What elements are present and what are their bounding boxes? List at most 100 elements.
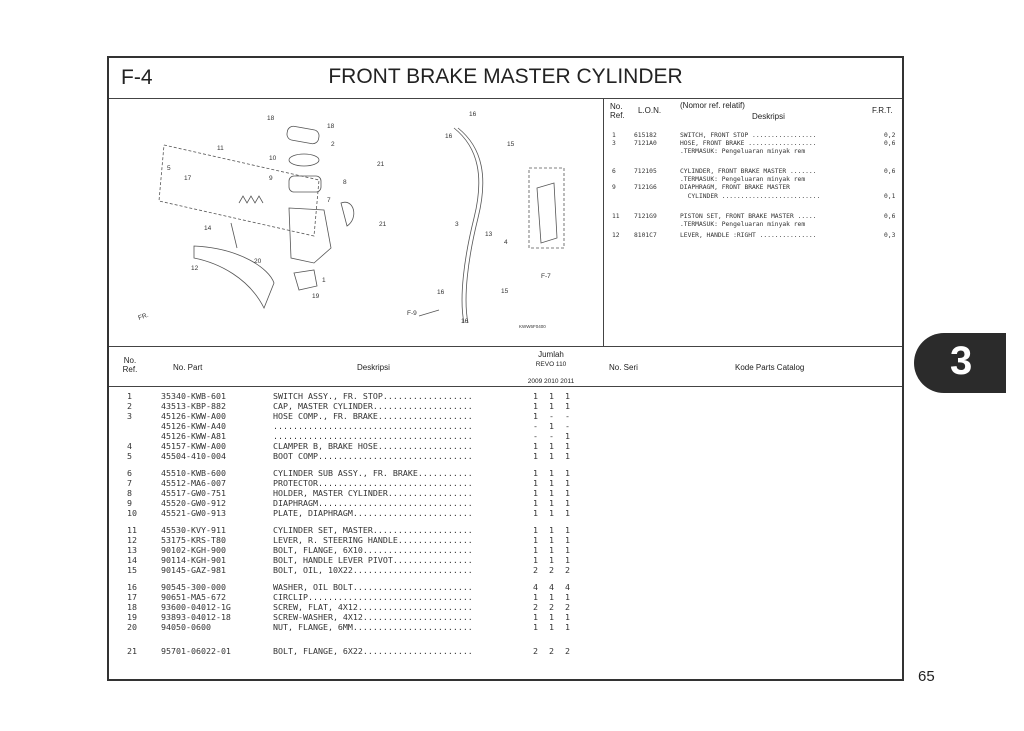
- stop-switch: [293, 269, 318, 291]
- desc-cell: PLATE, DIAPHRAGM........................: [273, 508, 473, 518]
- col-header-years: 2009 2010 2011: [527, 378, 575, 385]
- qty-2010-cell: 1: [549, 421, 554, 431]
- callout-label: 5: [167, 165, 171, 172]
- desc-cell: CLAMPER B, BRAKE HOSE...................: [273, 441, 473, 451]
- desc-cell: CYLINDER ..........................: [680, 193, 821, 200]
- desc-cell: WASHER, OIL BOLT........................: [273, 582, 473, 592]
- ref-cell: 2: [127, 401, 132, 411]
- col-header-frt: F.R.T.: [872, 106, 893, 115]
- lon-cell: 7121G9: [634, 213, 657, 220]
- desc-cell: PISTON SET, FRONT BRAKE MASTER .....: [680, 213, 817, 220]
- clamper-dashed-box: [528, 167, 565, 249]
- qty-2011-cell: 1: [565, 612, 570, 622]
- qty-2009-cell: 1: [533, 592, 538, 602]
- qty-2009-cell: 1: [533, 622, 538, 632]
- ref-cell: 17: [127, 592, 137, 602]
- desc-cell: LEVER, HANDLE :RIGHT ...............: [680, 232, 817, 239]
- desc-cell: CIRCLIP.................................: [273, 592, 473, 602]
- qty-2010-cell: 1: [549, 451, 554, 461]
- ref-cell: 21: [127, 646, 137, 656]
- qty-2009-cell: 1: [533, 545, 538, 555]
- desc-cell: BOLT, HANDLE LEVER PIVOT................: [273, 555, 473, 565]
- callout-label: 18: [327, 123, 335, 130]
- diagram-drawing: 18 18 2 10 11 5 17 9 8 7 21 21 14 12 20 …: [137, 111, 565, 329]
- desc-cell: SWITCH, FRONT STOP .................: [680, 132, 817, 139]
- col-header-deskripsi: Deskripsi: [357, 363, 390, 372]
- callout-label: FR.: [137, 312, 149, 322]
- frt-cell: 0,2: [884, 132, 896, 139]
- cap-part: [286, 125, 320, 145]
- section-divider: [109, 346, 902, 347]
- plate-diaphragm-part: [288, 153, 320, 167]
- qty-2010-cell: 4: [549, 582, 554, 592]
- ref-cell: 15: [127, 565, 137, 575]
- callout-label: 15: [501, 288, 509, 295]
- frt-cell: 0,6: [884, 213, 896, 220]
- ref-cell: 3: [612, 140, 616, 147]
- qty-2011-cell: 1: [565, 592, 570, 602]
- leader-f9: [418, 309, 440, 317]
- qty-2011-cell: 2: [565, 646, 570, 656]
- qty-2010-cell: 1: [549, 391, 554, 401]
- qty-2009-cell: 2: [533, 602, 538, 612]
- ref-cell: 1: [127, 391, 132, 401]
- qty-2009-cell: -: [533, 431, 538, 441]
- col-header-model: REVO 110: [535, 361, 567, 368]
- desc-cell: SWITCH ASSY., FR. STOP..................: [273, 391, 473, 401]
- qty-2009-cell: 1: [533, 401, 538, 411]
- part-number-cell: 94050-0600: [161, 622, 211, 632]
- master-cylinder-body: [288, 207, 332, 264]
- ref-cell: 20: [127, 622, 137, 632]
- ref-cell: 5: [127, 451, 132, 461]
- section-tab-label: 3: [950, 339, 973, 383]
- qty-2010-cell: 1: [549, 592, 554, 602]
- ref-cell: 9: [612, 184, 616, 191]
- desc-cell: .TERMASUK: Pengeluaran minyak rem: [680, 221, 806, 228]
- part-number-cell: 53175-KRS-T80: [161, 535, 226, 545]
- desc-cell: CAP, MASTER CYLINDER....................: [273, 401, 473, 411]
- page-header: F-4 FRONT BRAKE MASTER CYLINDER: [109, 58, 902, 99]
- callout-label: 15: [507, 141, 515, 148]
- qty-2009-cell: 1: [533, 468, 538, 478]
- figure-code: KWW6F0400: [519, 324, 546, 329]
- desc-cell: DIAPHRAGM...............................: [273, 498, 473, 508]
- qty-2010-cell: 1: [549, 401, 554, 411]
- part-number-cell: 45530-KVY-911: [161, 525, 226, 535]
- qty-2011-cell: 1: [565, 545, 570, 555]
- qty-2009-cell: 1: [533, 411, 538, 421]
- qty-2009-cell: 1: [533, 535, 538, 545]
- part-number-cell: 45126-KWW-A81: [161, 431, 226, 441]
- callout-label: 12: [191, 265, 199, 272]
- qty-2011-cell: 1: [565, 441, 570, 451]
- desc-cell: .TERMASUK: Pengeluaran minyak rem: [680, 176, 806, 183]
- qty-2010-cell: 1: [549, 441, 554, 451]
- desc-cell: PROTECTOR...............................: [273, 478, 473, 488]
- lon-cell: 615182: [634, 132, 657, 139]
- frt-cell: 0,6: [884, 168, 896, 175]
- callout-label: 19: [312, 293, 320, 300]
- qty-2010-cell: 1: [549, 468, 554, 478]
- col-header-jumlah: Jumlah: [538, 350, 564, 359]
- frt-cell: 0,6: [884, 140, 896, 147]
- ref-cell: 3: [127, 411, 132, 421]
- col-header-kode-catalog: Kode Parts Catalog: [735, 363, 805, 372]
- callout-label: 11: [217, 145, 224, 152]
- frt-cell: 0,3: [884, 232, 896, 239]
- part-number-cell: 93600-04012-1G: [161, 602, 231, 612]
- callout-label: 17: [184, 175, 192, 182]
- qty-2011-cell: 1: [565, 478, 570, 488]
- qty-2010-cell: 2: [549, 565, 554, 575]
- callout-label: 16: [437, 289, 445, 296]
- ref-cell: 14: [127, 555, 137, 565]
- qty-2009-cell: 1: [533, 391, 538, 401]
- callout-label: 3: [455, 221, 459, 228]
- part-number-cell: 43513-KBP-882: [161, 401, 226, 411]
- desc-cell: HOSE, FRONT BRAKE ..................: [680, 140, 817, 147]
- qty-2009-cell: 1: [533, 555, 538, 565]
- qty-2009-cell: 1: [533, 508, 538, 518]
- part-number-cell: 90114-KGH-901: [161, 555, 226, 565]
- qty-2011-cell: 1: [565, 488, 570, 498]
- ref-cell: 9: [127, 498, 132, 508]
- qty-2009-cell: -: [533, 421, 538, 431]
- col-header-no-ref: No. Ref.: [610, 102, 625, 120]
